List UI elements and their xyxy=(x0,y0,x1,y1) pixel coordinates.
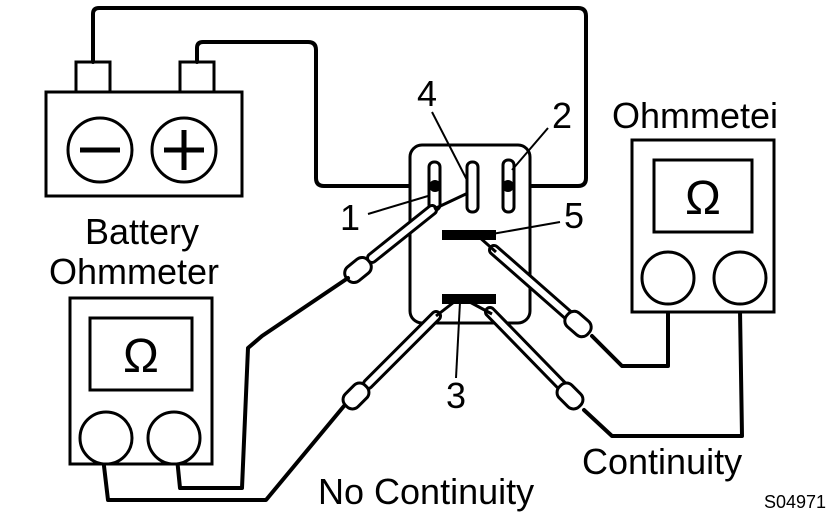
ohmmeter-right-jack-2 xyxy=(712,250,768,306)
leader-line-4 xyxy=(431,111,468,181)
no-continuity-label: No Continuity xyxy=(318,471,534,512)
probe-d xyxy=(465,298,585,411)
wire-negative-to-terminal-2 xyxy=(91,6,588,188)
terminal-1-label: 1 xyxy=(340,197,360,238)
leader-line-2 xyxy=(511,127,549,171)
battery-label: Battery xyxy=(85,211,199,252)
ohm-icon: Ω xyxy=(123,330,159,383)
ohmmeter-left-label: Ohmmeter xyxy=(49,251,219,292)
ohmmeter-right-label: Ohmmetei xyxy=(612,95,778,136)
terminal-1-connection xyxy=(429,180,441,192)
ohm-icon: Ω xyxy=(685,172,721,225)
ohmmeter-right-display xyxy=(652,158,754,234)
leader-line-5 xyxy=(491,221,561,235)
figure-code: S04971 xyxy=(764,492,826,512)
terminal-4 xyxy=(465,160,480,214)
continuity-label: Continuity xyxy=(582,441,742,482)
terminal-3 xyxy=(442,294,496,304)
terminal-4-label: 4 xyxy=(417,73,437,114)
wire-probe-a xyxy=(174,276,350,490)
wire-probe-d xyxy=(582,308,744,438)
probe-b xyxy=(341,297,459,411)
terminal-3-label: 3 xyxy=(446,375,466,416)
ohmmeter-right: Ω xyxy=(630,138,776,314)
ohmmeter-right-jack-1 xyxy=(640,250,696,306)
battery-positive-post xyxy=(178,60,216,96)
battery xyxy=(44,60,244,198)
ohmmeter-left-display xyxy=(88,316,194,392)
wire-probe-c xyxy=(590,298,670,368)
wire-positive-to-terminal-1 xyxy=(195,40,438,188)
terminal-2-connection xyxy=(502,180,514,192)
leader-line-3 xyxy=(455,301,461,379)
terminal-2-label: 2 xyxy=(552,95,572,136)
probe-a xyxy=(343,191,469,285)
leader-line-1 xyxy=(367,195,429,215)
ohmmeter-left-jack-2 xyxy=(146,410,202,466)
terminal-5 xyxy=(442,230,496,240)
terminal-5-label: 5 xyxy=(564,195,584,236)
wire-probe-b xyxy=(102,404,346,502)
probe-c xyxy=(477,234,593,339)
ohmmeter-left: Ω xyxy=(68,296,214,466)
battery-negative-post xyxy=(74,60,112,96)
ohmmeter-left-jack-1 xyxy=(78,410,134,466)
